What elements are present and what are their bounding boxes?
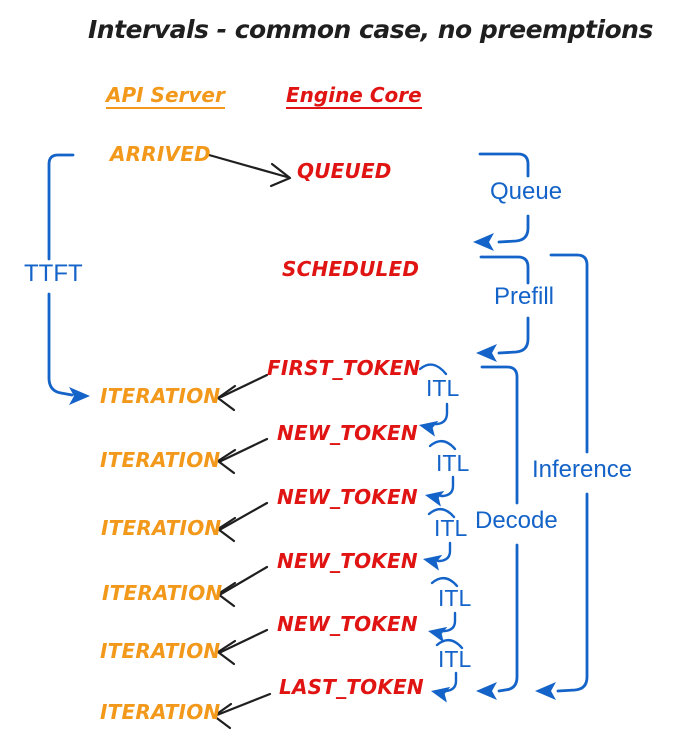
arrow-token-to-iteration-2 — [216, 437, 269, 475]
itl-arrowhead-icon — [428, 626, 448, 643]
arrow-token-to-iteration-6 — [212, 692, 272, 730]
event-iteration-6: ITERATION — [100, 700, 221, 724]
interval-label-itl-3: ITL — [434, 515, 468, 541]
itl-arrowhead-icon — [419, 420, 439, 437]
ttft-arrowhead-icon — [69, 387, 90, 405]
arrow-token-to-iteration-3 — [216, 501, 269, 543]
decode-arrowhead-icon — [476, 682, 497, 700]
event-new-token-2: NEW_TOKEN — [277, 485, 418, 509]
event-scheduled: SCHEDULED — [282, 257, 420, 281]
event-queued: QUEUED — [297, 159, 392, 183]
event-new-token-3: NEW_TOKEN — [277, 549, 418, 573]
queue-bracket — [473, 152, 530, 251]
event-new-token-4: NEW_TOKEN — [277, 612, 418, 636]
interval-label-itl-2: ITL — [436, 450, 470, 476]
arrow-arrived-to-queued — [207, 153, 292, 188]
queue-arrowhead-icon — [473, 233, 494, 251]
event-iteration-4: ITERATION — [102, 581, 223, 605]
itl-bracket-4 — [428, 577, 459, 643]
prefill-bracket — [476, 255, 530, 362]
interval-label-decode: Decode — [475, 507, 558, 534]
interval-label-itl-1: ITL — [426, 375, 460, 401]
interval-label-itl-5: ITL — [438, 646, 472, 672]
event-arrived: ARRIVED — [110, 142, 211, 166]
interval-label-itl-4: ITL — [438, 585, 472, 611]
itl-arrowhead-icon — [425, 490, 445, 507]
itl-bracket-5 — [431, 639, 464, 703]
inference-arrowhead-icon — [535, 682, 556, 700]
itl-arrowhead-icon — [423, 554, 443, 571]
interval-label-prefill: Prefill — [494, 283, 555, 310]
prefill-arrowhead-icon — [476, 344, 497, 362]
itl-bracket-2 — [425, 440, 457, 507]
interval-label-queue: Queue — [490, 178, 563, 205]
event-iteration-3: ITERATION — [101, 516, 222, 540]
event-new-token-1: NEW_TOKEN — [277, 421, 418, 445]
itl-arrowhead-icon — [431, 686, 451, 703]
event-first-token: FIRST_TOKEN — [267, 356, 421, 380]
interval-label-inference: Inference — [532, 456, 633, 483]
decode-bracket — [476, 365, 519, 700]
event-iteration-2: ITERATION — [100, 448, 221, 472]
arrow-token-to-iteration-4 — [216, 565, 269, 608]
itl-bracket-3 — [423, 508, 456, 571]
column-header-engine-core: Engine Core — [286, 83, 422, 109]
itl-bracket-1 — [418, 363, 449, 437]
ttft-bracket — [47, 153, 90, 405]
event-last-token: LAST_TOKEN — [279, 675, 424, 699]
arrow-token-to-iteration-5 — [216, 628, 269, 666]
page-title: Intervals - common case, no preemptions — [88, 15, 653, 44]
interval-label-ttft: TTFT — [24, 260, 83, 287]
column-header-api-server: API Server — [106, 83, 225, 109]
inference-bracket — [535, 253, 589, 700]
arrow-token-to-iteration-1 — [216, 373, 269, 412]
event-iteration-5: ITERATION — [100, 639, 221, 663]
event-iteration-1: ITERATION — [100, 384, 221, 408]
